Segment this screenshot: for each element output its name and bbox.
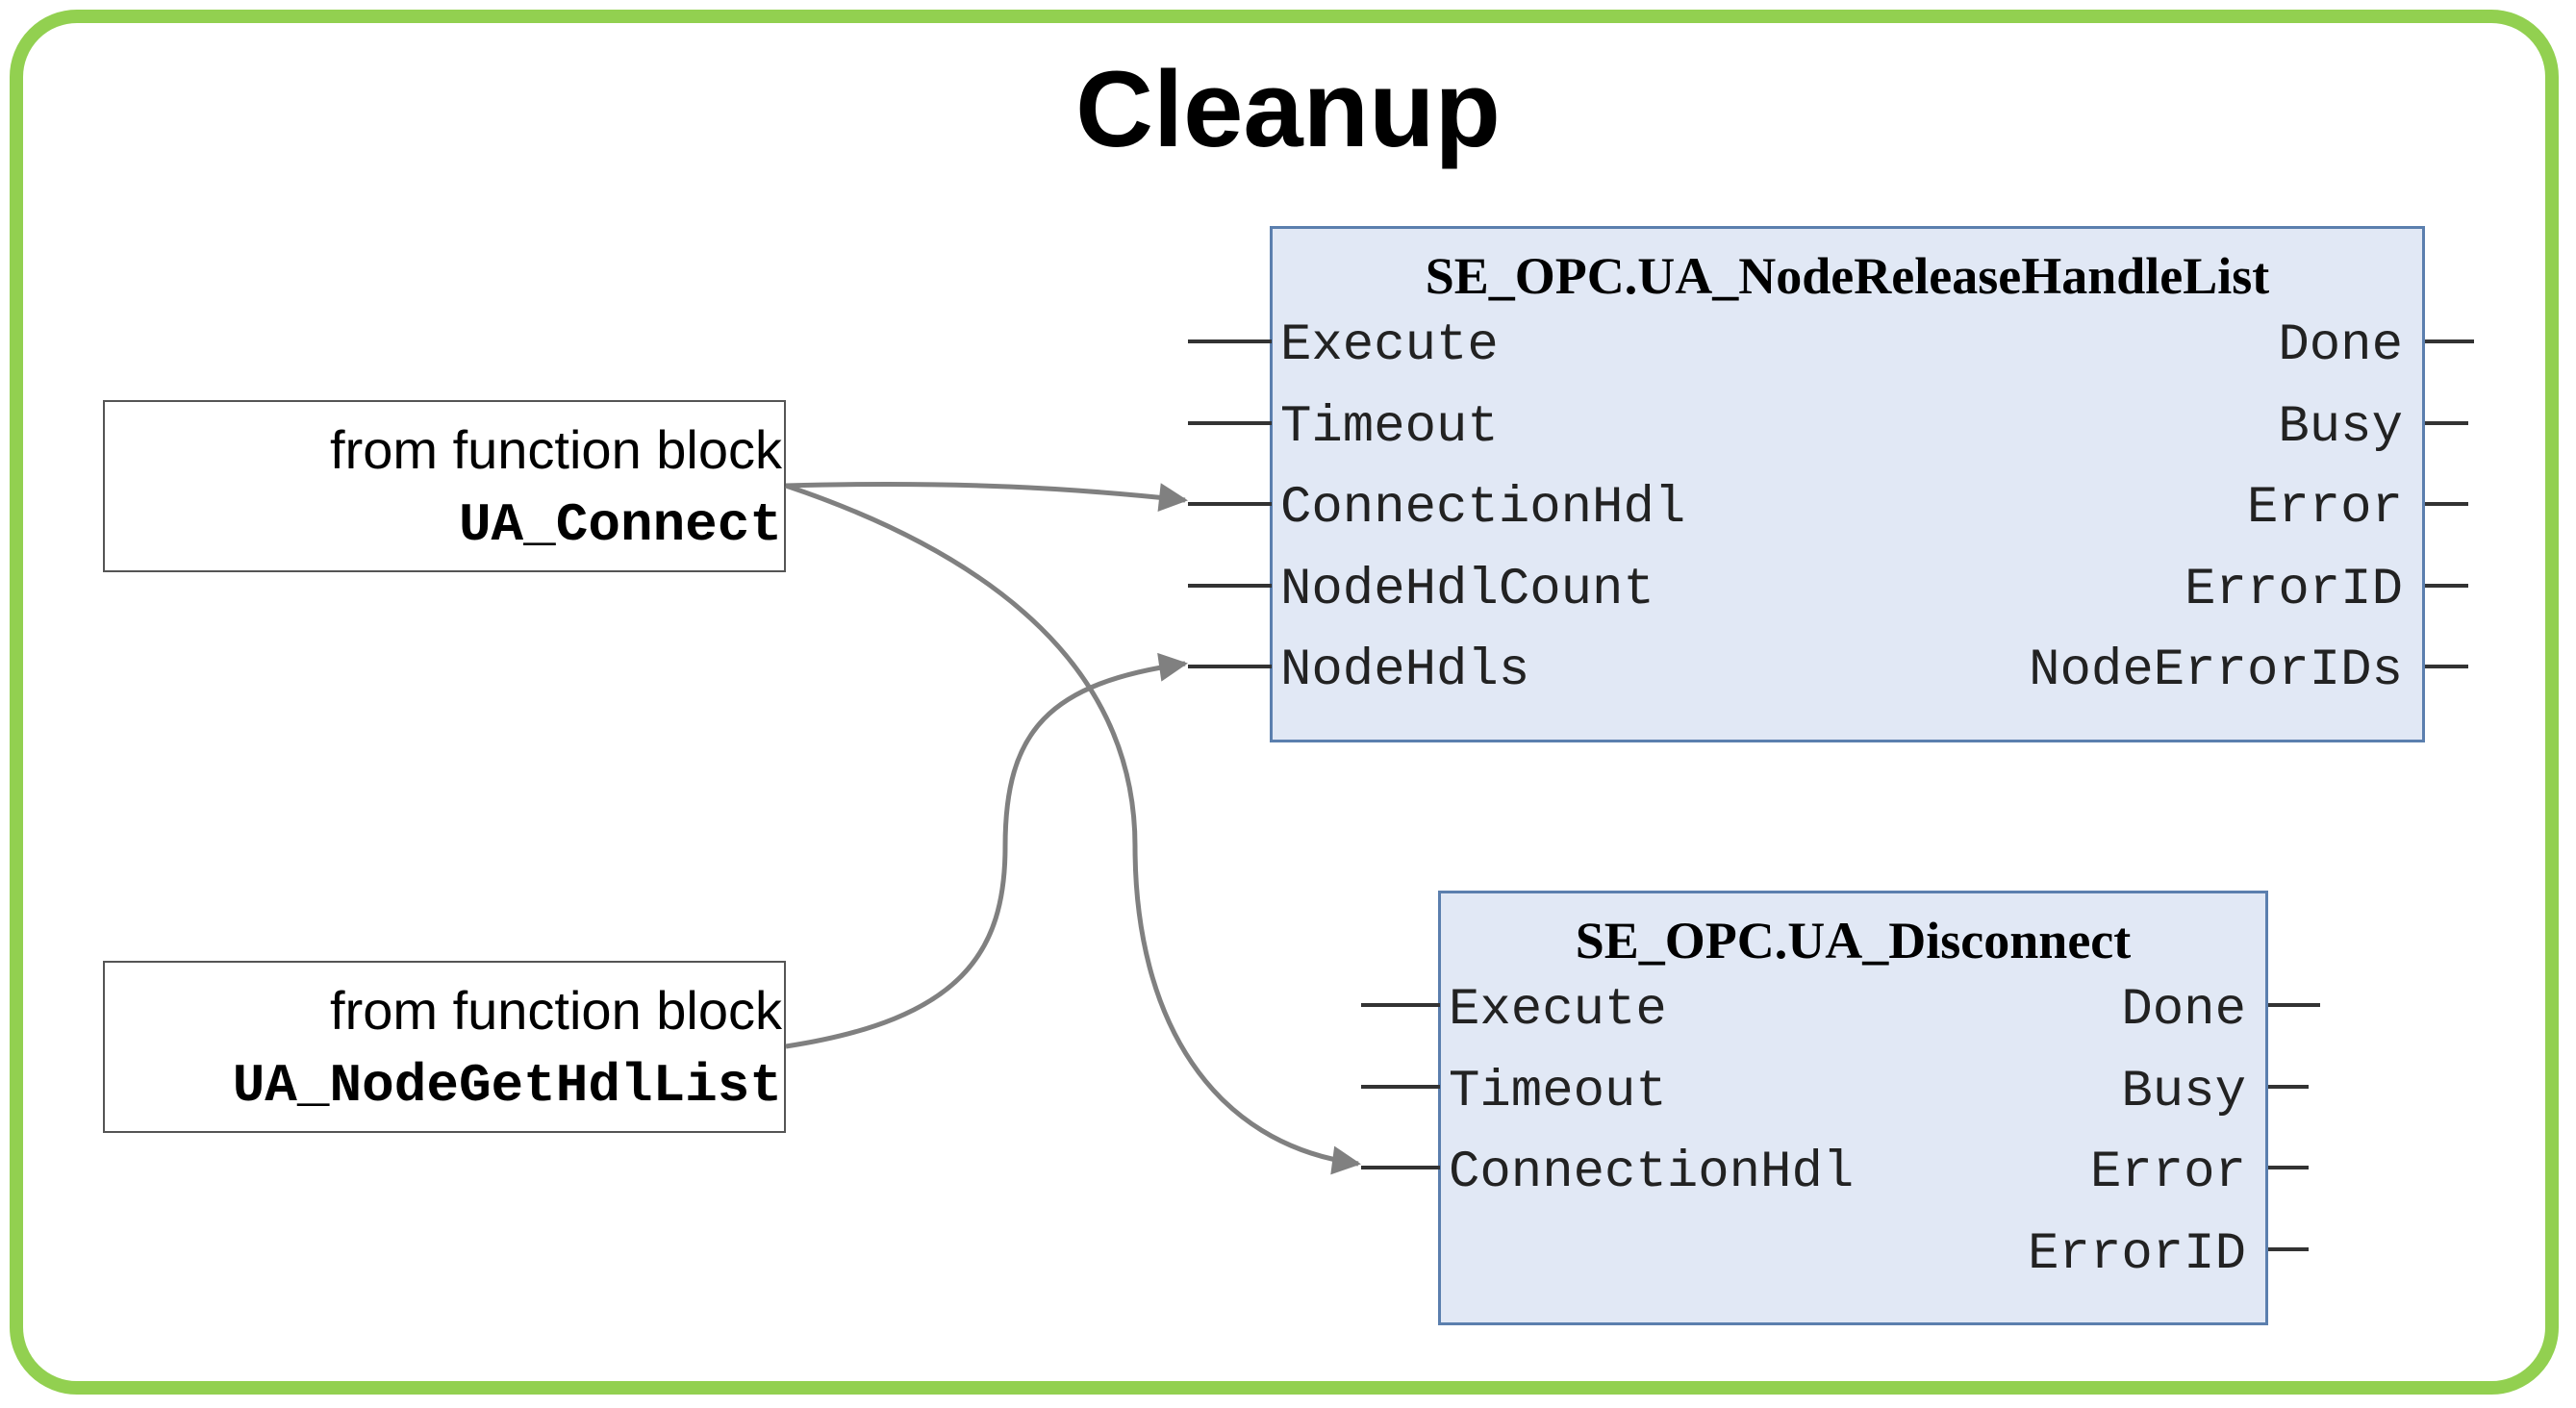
input-pin-nodehdlcount: NodeHdlCount xyxy=(1280,561,1654,619)
source-caption: from function block xyxy=(330,980,782,1041)
output-pin-errorid: ErrorID xyxy=(2185,561,2403,619)
output-pin-errorid: ErrorID xyxy=(2028,1225,2246,1284)
input-pin-connectionhdl: ConnectionHdl xyxy=(1449,1144,1855,1202)
input-pin-nodehdls: NodeHdls xyxy=(1280,641,1530,700)
input-pin-execute: Execute xyxy=(1280,316,1499,375)
output-pin-nodeerrorids: NodeErrorIDs xyxy=(2029,641,2403,700)
output-pin-done: Done xyxy=(2278,316,2403,375)
source-box-ua-connect: from function block UA_Connect xyxy=(103,400,786,572)
diagram-title: Cleanup xyxy=(1075,49,1501,169)
wire-nodegethdllist-to-release-nodehdls xyxy=(785,652,1188,1049)
output-pin-error: Error xyxy=(2246,479,2403,538)
function-block-title: SE_OPC.UA_NodeReleaseHandleList xyxy=(1425,247,2270,305)
input-pin-execute: Execute xyxy=(1449,981,1667,1040)
output-pin-done: Done xyxy=(2121,981,2246,1040)
source-block-name: UA_Connect xyxy=(458,494,782,556)
function-block-disconnect: SE_OPC.UA_Disconnect Execute Timeout Con… xyxy=(1438,891,2268,1325)
wire-connect-to-release-connectionhdl xyxy=(785,481,1188,513)
connections xyxy=(785,481,1361,1175)
output-pin-busy: Busy xyxy=(2278,398,2403,457)
source-box-ua-nodegethdllist: from function block UA_NodeGetHdlList xyxy=(103,961,786,1133)
output-pin-busy: Busy xyxy=(2121,1063,2246,1121)
output-pin-error: Error xyxy=(2089,1144,2246,1202)
function-block-title: SE_OPC.UA_Disconnect xyxy=(1575,912,2132,969)
wire-connect-to-disconnect-connectionhdl xyxy=(785,483,1361,1175)
source-caption: from function block xyxy=(330,419,782,480)
pin-stubs xyxy=(1188,339,2474,1251)
input-pin-timeout: Timeout xyxy=(1280,398,1499,457)
input-pin-timeout: Timeout xyxy=(1449,1063,1667,1121)
function-block-node-release-handle-list: SE_OPC.UA_NodeReleaseHandleList Execute … xyxy=(1270,226,2425,742)
input-pin-connectionhdl: ConnectionHdl xyxy=(1280,479,1686,538)
source-block-name: UA_NodeGetHdlList xyxy=(232,1055,782,1117)
